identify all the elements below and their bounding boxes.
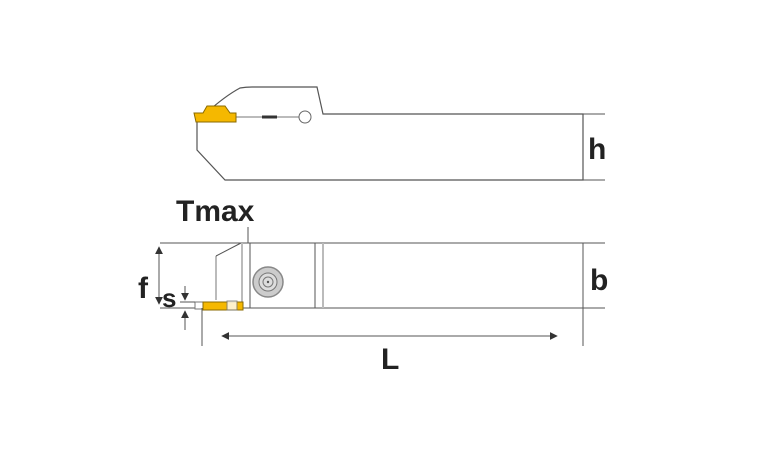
f-label: f: [138, 272, 149, 305]
L-label: L: [381, 343, 399, 376]
insert-top: [202, 301, 244, 311]
side-view-outline: [196, 86, 584, 181]
screw-icon: [252, 266, 284, 298]
h-label: h: [588, 133, 606, 166]
insert-tip: [194, 301, 204, 310]
coolant-port-icon: [298, 110, 312, 124]
blade-bevel: [215, 242, 242, 257]
s-label: s: [162, 283, 176, 313]
insert-pocket: [226, 300, 238, 311]
side-view: h: [193, 86, 606, 181]
tmax-label: Tmax: [176, 195, 255, 228]
b-label: b: [590, 264, 608, 297]
top-view: Tmax f s L b: [138, 195, 608, 376]
insert-side: [193, 105, 237, 123]
